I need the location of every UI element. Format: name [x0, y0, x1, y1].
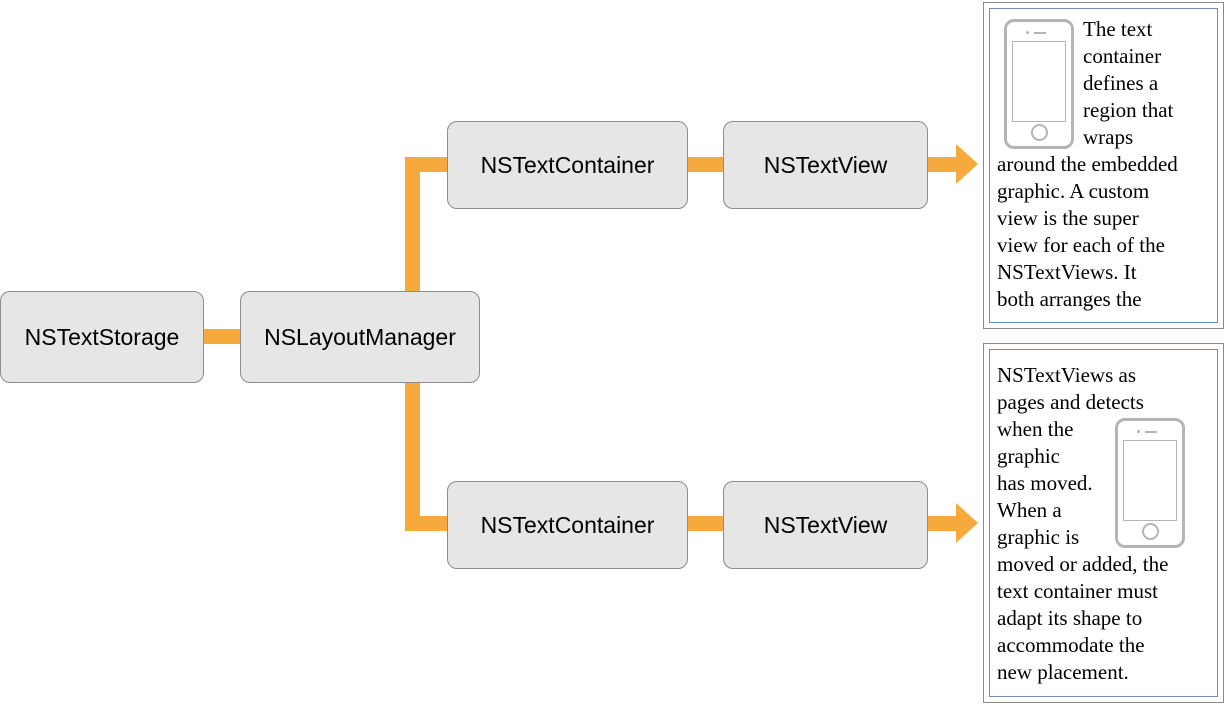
text-line: wraps	[1083, 125, 1134, 149]
page-text-bottom: NSTextViews as pages and detects when th…	[990, 350, 1217, 696]
text-container-region-top: The text container defines a region that…	[989, 8, 1218, 323]
node-nstextcontainer-bottom: NSTextContainer	[447, 481, 688, 569]
connector-layout-up-horizontal	[405, 157, 450, 172]
node-nstextcontainer-top: NSTextContainer	[447, 121, 688, 209]
text-line: moved or added, the	[997, 552, 1169, 576]
text-line: region that	[1083, 98, 1174, 122]
iphone-icon	[1115, 418, 1185, 548]
arrow-head-top	[956, 144, 978, 184]
connector-layout-down-horizontal	[405, 516, 450, 531]
text-line: view is the super	[997, 206, 1139, 230]
node-nslayoutmanager: NSLayoutManager	[240, 291, 480, 383]
connector-container-to-view-bottom	[686, 516, 726, 531]
text-container-region-bottom: NSTextViews as pages and detects when th…	[989, 349, 1218, 697]
text-line: defines a	[1083, 71, 1159, 95]
connector-storage-to-layout	[203, 329, 243, 344]
text-line: graphic is	[997, 525, 1080, 549]
text-line: when the	[997, 417, 1074, 441]
text-line: graphic. A custom	[997, 179, 1150, 203]
node-nstextstorage: NSTextStorage	[0, 291, 204, 383]
text-line: text container must	[997, 579, 1158, 603]
arrow-shaft-bottom	[926, 516, 958, 531]
text-page-bottom: NSTextViews as pages and detects when th…	[983, 343, 1224, 703]
connector-container-to-view-top	[686, 157, 726, 172]
text-line: pages and detects	[997, 390, 1144, 414]
text-line: accommodate the	[997, 633, 1145, 657]
connector-layout-up-vertical	[405, 157, 420, 293]
text-line: When a	[997, 498, 1062, 522]
page-text-top: The text container defines a region that…	[990, 9, 1217, 322]
text-line: has moved.	[997, 471, 1093, 495]
iphone-icon	[1004, 19, 1074, 149]
text-line: both arranges the	[997, 287, 1142, 311]
arrow-shaft-top	[926, 157, 958, 172]
text-line: NSTextViews as	[997, 363, 1137, 387]
text-line: adapt its shape to	[997, 606, 1143, 630]
node-nstextview-top: NSTextView	[723, 121, 928, 209]
connector-layout-down-vertical	[405, 382, 420, 530]
text-line: view for each of the	[997, 233, 1165, 257]
arrow-head-bottom	[956, 503, 978, 543]
text-line: NSTextViews. It	[997, 260, 1137, 284]
text-line: new placement.	[997, 660, 1129, 684]
text-line: graphic	[997, 444, 1060, 468]
text-line: around the embedded	[997, 152, 1178, 176]
text-line: The text	[1083, 17, 1153, 41]
node-nstextview-bottom: NSTextView	[723, 481, 928, 569]
text-page-top: The text container defines a region that…	[983, 2, 1224, 329]
text-line: container	[1083, 44, 1162, 68]
